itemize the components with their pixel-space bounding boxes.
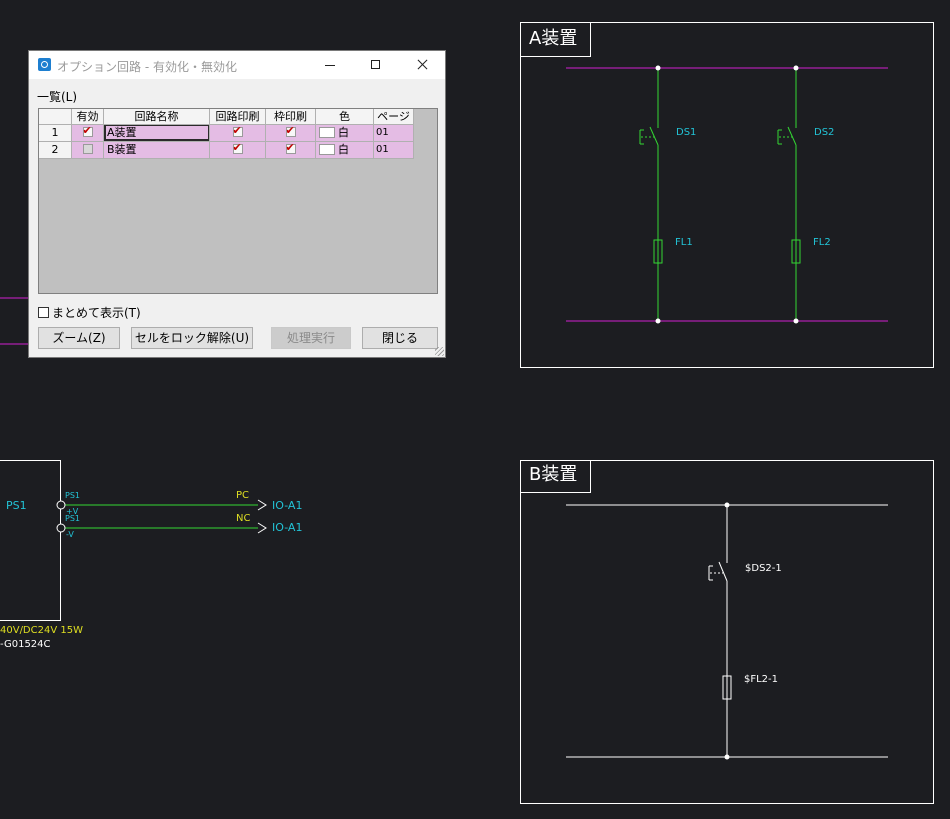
maximize-icon[interactable] (353, 51, 399, 79)
frame-b-title: B装置 (529, 464, 578, 485)
row-2-name-cell[interactable]: B装置 (104, 142, 210, 159)
dest-2-label: IO-A1 (272, 521, 303, 534)
column-header-enabled[interactable]: 有効 (72, 109, 104, 125)
ps-terminal-1 (56, 500, 66, 510)
dest-1-label: IO-A1 (272, 499, 303, 512)
close-button[interactable]: 閉じる (362, 327, 438, 349)
column-header-circuit-print[interactable]: 回路印刷 (210, 109, 266, 125)
label-fl2: FL2 (813, 237, 831, 248)
combine-display-label: まとめて表示(T) (52, 306, 141, 320)
combine-display-option[interactable]: まとめて表示(T) (38, 304, 141, 321)
app-icon (38, 58, 51, 71)
ps-terminal-1-label: PS1 (65, 491, 80, 500)
row-2-color-label: 白 (338, 143, 349, 156)
row-2-frame-print-cell[interactable] (266, 142, 316, 159)
row-1-page-cell[interactable]: 01 (374, 125, 414, 142)
node (655, 65, 661, 71)
row-2-circuit-print-cell[interactable] (210, 142, 266, 159)
power-supply-box (0, 460, 61, 621)
ps-terminal-1-pin: +V (66, 507, 79, 516)
row-2-enabled-cell[interactable] (72, 142, 104, 159)
row-2-color-swatch (319, 143, 335, 155)
frame-b-branch (708, 505, 732, 757)
frame-b-title-box (520, 460, 591, 493)
list-label: 一覧(L) (37, 90, 78, 104)
option-circuit-dialog: オプション回路 - 有効化・無効化 一覧(L) 有効 回路名称 回路印刷 枠印刷… (28, 50, 446, 358)
row-1-color-cell[interactable]: 白 (316, 125, 374, 142)
row-1-color-label: 白 (338, 126, 349, 139)
switch-ds1-blade (649, 126, 659, 146)
node (655, 318, 661, 324)
frame-a-branch-2 (777, 68, 801, 321)
switch-ds2-blade (787, 126, 797, 146)
zoom-button[interactable]: ズーム(Z) (38, 327, 120, 349)
resize-grip[interactable] (435, 347, 444, 356)
unlock-cell-button[interactable]: セルをロック解除(U) (131, 327, 253, 349)
label-fl2-1: $FL2-1 (744, 674, 779, 685)
column-header-color[interactable]: 色 (316, 109, 374, 125)
combine-display-checkbox[interactable] (38, 307, 49, 318)
frame-a-border (520, 22, 934, 368)
circuit-grid[interactable]: 有効 回路名称 回路印刷 枠印刷 色 ページ 1 A装置 白 01 2 B装置 (38, 108, 438, 294)
ps-part-number: -G01524C (0, 639, 51, 650)
node (724, 502, 730, 508)
wire-1-label: PC (236, 490, 250, 501)
dialog-title: オプション回路 - 有効化・無効化 (57, 60, 237, 74)
row-2-frame-print-checkbox[interactable] (285, 142, 296, 155)
close-icon[interactable] (399, 51, 445, 79)
frame-a-branch-1 (639, 68, 663, 321)
node (793, 318, 799, 324)
row-number[interactable]: 1 (39, 125, 72, 142)
node (724, 754, 730, 760)
row-1-frame-print-cell[interactable] (266, 125, 316, 142)
row-1-enabled-checkbox[interactable] (82, 125, 93, 138)
frame-a-title: A装置 (529, 28, 578, 49)
frame-a-title-box (520, 22, 591, 57)
row-2-circuit-print-checkbox[interactable] (232, 142, 243, 155)
row-1-name: A装置 (104, 125, 209, 141)
label-fl1: FL1 (675, 237, 693, 248)
minimize-icon[interactable] (307, 51, 353, 79)
row-2-enabled-checkbox[interactable] (82, 144, 93, 154)
column-header-corner (39, 109, 72, 125)
arrow-2 (257, 522, 267, 534)
ps-terminal-2 (56, 523, 66, 533)
label-ds2: DS2 (814, 127, 835, 138)
dialog-titlebar[interactable]: オプション回路 - 有効化・無効化 (29, 51, 445, 79)
frame-b-border (520, 460, 934, 804)
row-1-circuit-print-checkbox[interactable] (232, 125, 243, 138)
row-1-frame-print-checkbox[interactable] (285, 125, 296, 138)
row-number[interactable]: 2 (39, 142, 72, 159)
ps-terminal-2-pin: -V (66, 530, 74, 539)
wire-2-label: NC (236, 513, 251, 524)
row-1-enabled-cell[interactable] (72, 125, 104, 142)
column-header-name[interactable]: 回路名称 (104, 109, 210, 125)
label-ds2-1: $DS2-1 (745, 563, 782, 574)
ps-terminal-2-label: PS1 (65, 514, 80, 523)
column-header-page[interactable]: ページ (374, 109, 414, 125)
row-2-page-cell[interactable]: 01 (374, 142, 414, 159)
row-2-color-cell[interactable]: 白 (316, 142, 374, 159)
column-header-frame-print[interactable]: 枠印刷 (266, 109, 316, 125)
ps-name: PS1 (6, 499, 27, 512)
row-1-name-cell[interactable]: A装置 (104, 125, 210, 142)
label-ds1: DS1 (676, 127, 697, 138)
ps-spec: 40V/DC24V 15W (0, 625, 83, 636)
node (793, 65, 799, 71)
execute-button[interactable]: 処理実行 (271, 327, 351, 349)
arrow-1 (257, 499, 267, 511)
row-1-circuit-print-cell[interactable] (210, 125, 266, 142)
row-1-color-swatch (319, 126, 335, 138)
